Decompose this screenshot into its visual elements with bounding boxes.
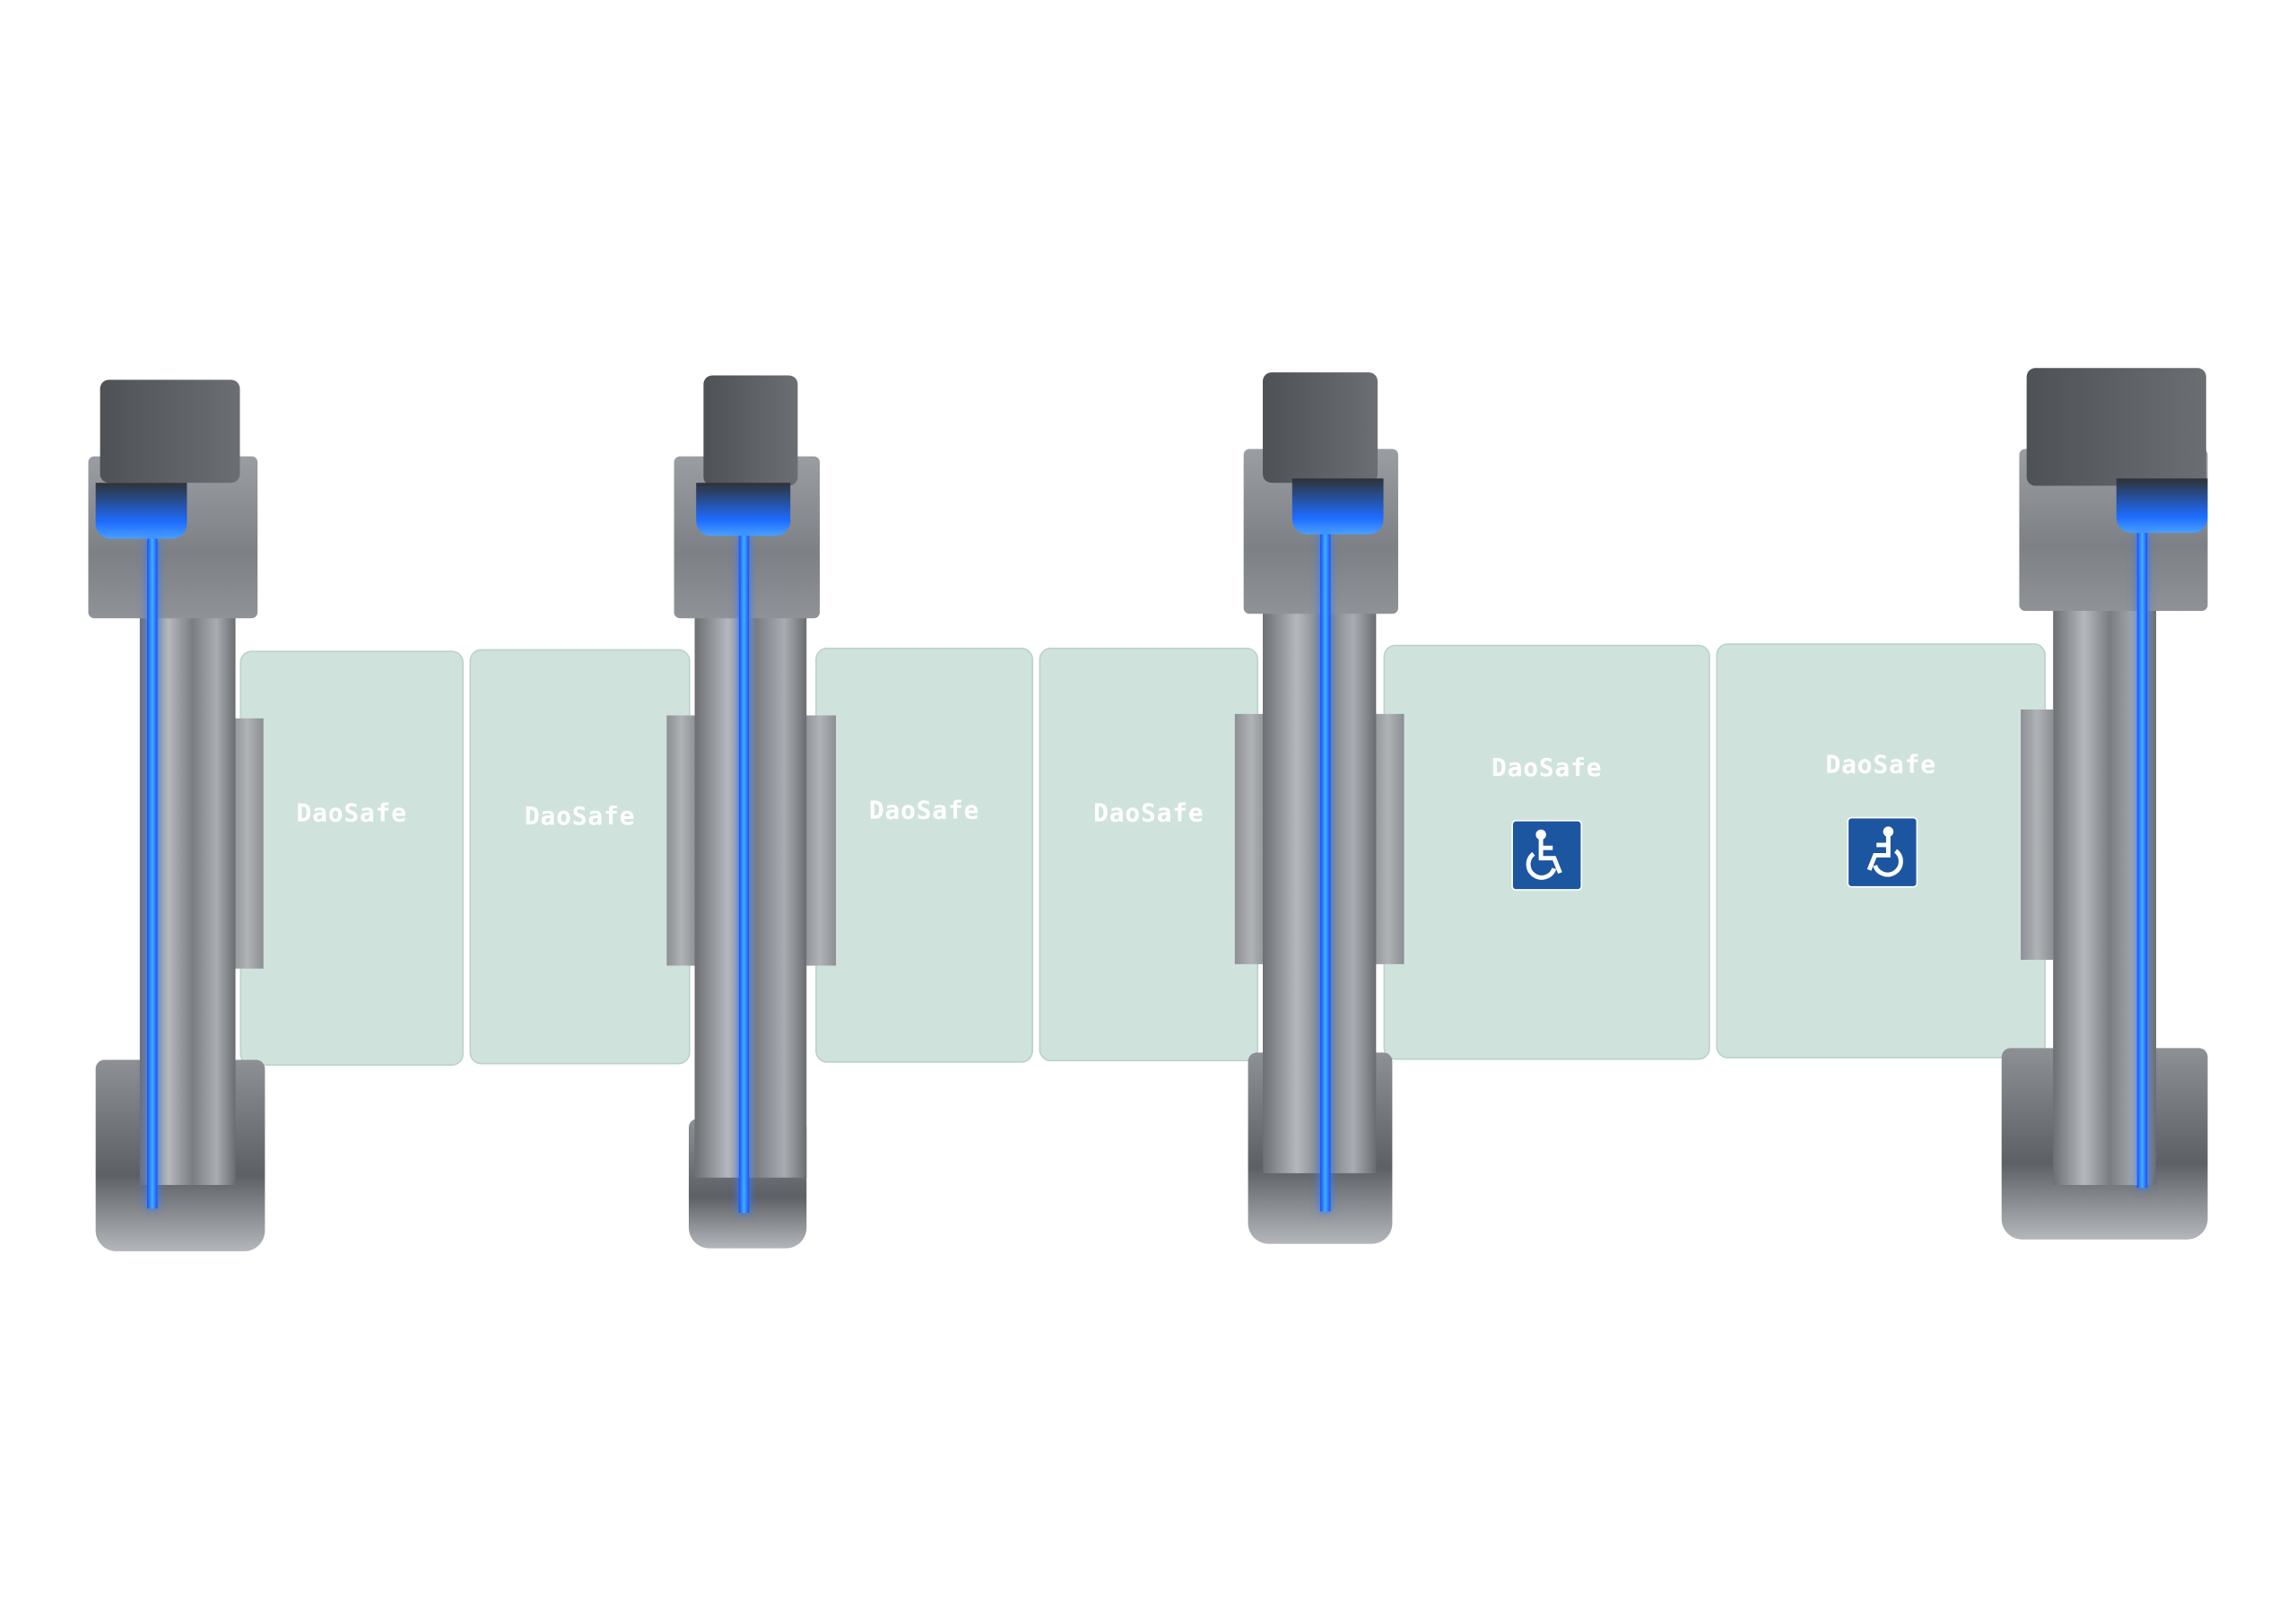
wheelchair-accessibility-icon [1847,816,1918,888]
wheelchair-accessibility-icon [1511,820,1583,891]
brand-logo: DaoSafe [868,796,980,826]
post-column [694,611,807,1178]
led-light-strip [147,538,158,1209]
brand-logo: DaoSafe [524,802,636,832]
led-light-strip [1319,534,1331,1212]
flap-mount [803,715,837,966]
flap-mount [230,718,264,969]
glass-panel-5: DaoSafe [1383,644,1710,1060]
glass-panel-3: DaoSafe [815,648,1033,1063]
glass-panel-6: DaoSafe [1716,643,2046,1059]
led-ring [2116,478,2208,534]
brand-logo: DaoSafe [1492,754,1603,784]
reader-panel [1262,372,1378,484]
brand-logo: DaoSafe [1093,799,1205,829]
glass-panel-1: DaoSafe [239,650,464,1067]
glass-panel-4: DaoSafe [1039,648,1259,1062]
post-column [1262,606,1377,1173]
led-ring [696,483,791,536]
led-ring [1292,478,1384,535]
reader-panel [703,375,798,486]
led-light-strip [738,536,750,1214]
glass-panel-2: DaoSafe [469,649,691,1065]
led-light-strip [2136,533,2148,1189]
flap-mount [666,715,697,966]
led-ring [95,483,187,539]
flap-mount [1371,713,1405,964]
flap-mount [2021,709,2054,960]
brand-logo: DaoSafe [296,799,407,829]
reader-panel [100,379,240,484]
brand-logo: DaoSafe [1825,750,1936,780]
flap-mount [1234,713,1267,964]
reader-panel [2026,368,2206,486]
